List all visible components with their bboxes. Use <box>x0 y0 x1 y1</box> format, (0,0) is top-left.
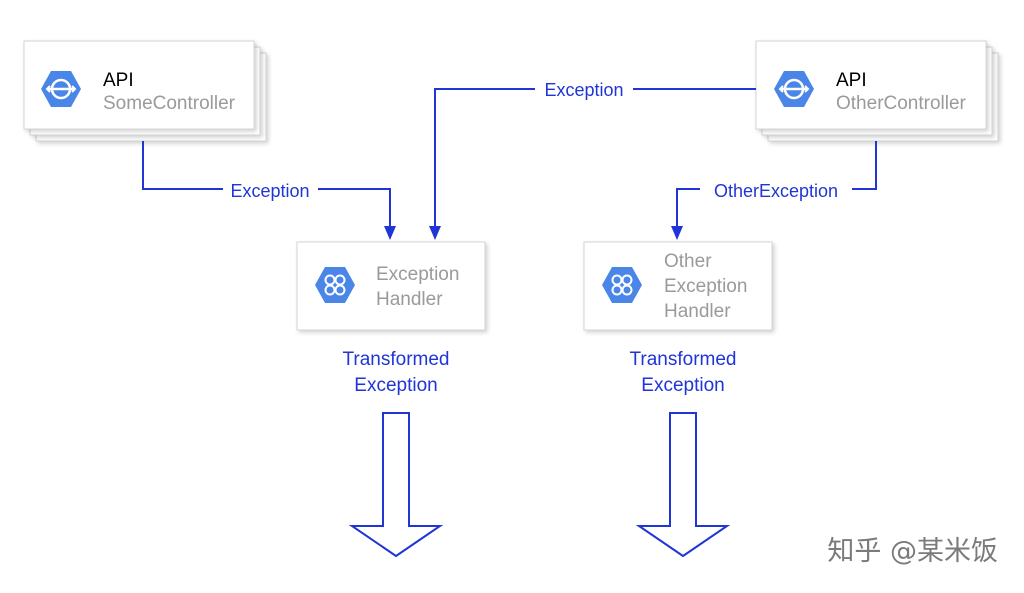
node-other-exception-handler[interactable]: Other Exception Handler <box>583 241 773 331</box>
node-title: API <box>836 70 867 91</box>
output-label-left-line1: Transformed <box>343 349 450 370</box>
api-gateway-icon <box>774 71 814 107</box>
arrowhead-icon <box>671 226 683 240</box>
output-label-left-line2: Exception <box>354 375 437 396</box>
node-label-line2: Exception <box>664 276 747 297</box>
output-arrow-right-icon <box>635 412 731 558</box>
node-label-line1: Other <box>664 251 712 272</box>
edge-some-to-handler: Exception <box>142 141 396 240</box>
node-label-line2: Handler <box>376 289 443 310</box>
edge-other-to-handler: Exception <box>429 79 756 240</box>
arrowhead-icon <box>384 226 396 240</box>
api-gateway-icon <box>41 71 81 107</box>
output-label-right-line1: Transformed <box>630 349 737 370</box>
output-arrow-left-icon <box>348 412 444 558</box>
node-label-line1: Exception <box>376 264 459 285</box>
node-api-somecontroller[interactable]: API SomeController <box>23 40 267 142</box>
edge-other-to-other-handler: OtherException <box>671 141 877 240</box>
node-title: API <box>103 70 134 91</box>
arrowhead-icon <box>429 226 441 240</box>
edge-label: OtherException <box>714 181 838 201</box>
node-label-line3: Handler <box>664 301 731 322</box>
output-label-right-line2: Exception <box>641 375 724 396</box>
watermark: 知乎 @某米饭 <box>827 536 998 567</box>
node-api-othercontroller[interactable]: API OtherController <box>755 40 999 142</box>
node-subtitle: SomeController <box>103 93 236 114</box>
edge-label: Exception <box>544 80 623 100</box>
node-exception-handler[interactable]: Exception Handler <box>296 241 486 331</box>
edge-label: Exception <box>230 181 309 201</box>
cluster-icon <box>315 267 355 303</box>
cluster-icon <box>602 267 642 303</box>
node-subtitle: OtherController <box>836 93 967 114</box>
